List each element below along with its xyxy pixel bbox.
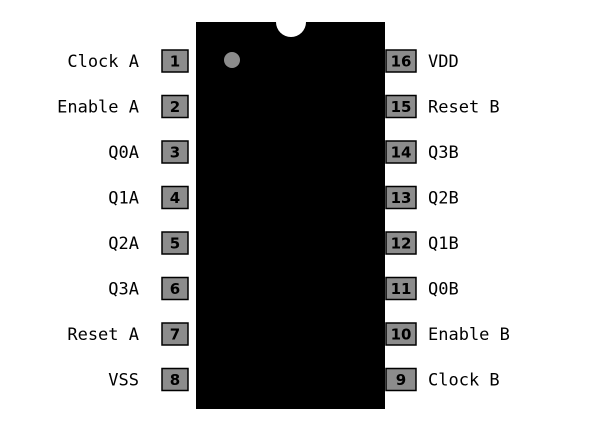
pin-10: 10 Enable B [385,322,510,346]
pin-label: Q3B [428,143,459,163]
pin-number: 16 [391,53,412,71]
pin-number: 4 [170,189,180,207]
pin-label: Reset A [67,325,139,345]
right-pin-column: 16 VDD 15 Reset B 14 Q3B 13 Q2B 12 Q1B 11 Q0B 10 Enab… [385,49,510,392]
pin-number-box [161,367,189,392]
pin-number: 15 [391,98,412,116]
pin-label: Q0A [108,143,139,163]
pin-4: 4 Q1A [108,185,189,210]
pin-label: VDD [428,52,459,72]
pin-number-box [161,49,189,73]
pin-label: Q2B [428,189,459,209]
pin-number: 2 [170,98,180,116]
pin-number-box [385,185,417,210]
chip-body [196,22,385,409]
pin-9: 9 Clock B [385,367,500,392]
pin1-indicator-dot [224,52,240,68]
pin-11: 11 Q0B [385,276,459,301]
pin-label: VSS [108,371,139,391]
pin-7: 7 Reset A [67,322,189,346]
pin-number: 12 [391,235,412,253]
pin-number: 13 [391,189,412,207]
pin-label: Enable A [57,98,139,118]
pin-number-box [161,140,189,164]
pin-number-box [385,231,417,255]
pin-13: 13 Q2B [385,185,459,210]
pin-5: 5 Q2A [108,231,189,255]
pin-number: 11 [391,280,412,298]
pin-number-box [385,322,417,346]
pin-8: 8 VSS [108,367,189,392]
pin-number: 1 [170,53,180,71]
pin-number: 9 [396,371,406,389]
pin-number-box [385,49,417,73]
pin-number-box [385,276,417,301]
pin-number: 8 [170,371,180,389]
pin-label: Q1B [428,234,459,254]
pin-number: 6 [170,280,180,298]
pin-number: 10 [391,326,412,344]
pin-number: 5 [170,235,180,253]
pin-label: Clock A [67,52,139,72]
pin-number-box [385,94,417,119]
pin-2: 2 Enable A [57,94,189,119]
pin-number: 7 [170,326,180,344]
pin-3: 3 Q0A [108,140,189,164]
left-pin-column: 1 Clock A 2 Enable A 3 Q0A 4 Q1A 5 Q2A 6 Q3A 7 Reset … [57,49,189,392]
pin-number-box [161,231,189,255]
pin-label: Q0B [428,280,459,300]
pin-label: Clock B [428,371,500,391]
pin-number-box [385,140,417,164]
chip-notch [276,7,306,37]
pin-label: Q2A [108,234,139,254]
pin-number: 14 [391,144,412,162]
pin-label: Q1A [108,189,139,209]
pin-16: 16 VDD [385,49,459,73]
pin-15: 15 Reset B [385,94,500,119]
pin-number-box [161,322,189,346]
pin-number-box [385,367,417,392]
pin-label: Q3A [108,280,139,300]
pin-number: 3 [170,144,180,162]
pin-number-box [161,185,189,210]
pin-1: 1 Clock A [67,49,189,73]
pin-label: Enable B [428,325,510,345]
pin-12: 12 Q1B [385,231,459,255]
pin-number-box [161,276,189,301]
pin-14: 14 Q3B [385,140,459,164]
pin-label: Reset B [428,98,500,118]
pin-number-box [161,94,189,119]
pin-6: 6 Q3A [108,276,189,301]
